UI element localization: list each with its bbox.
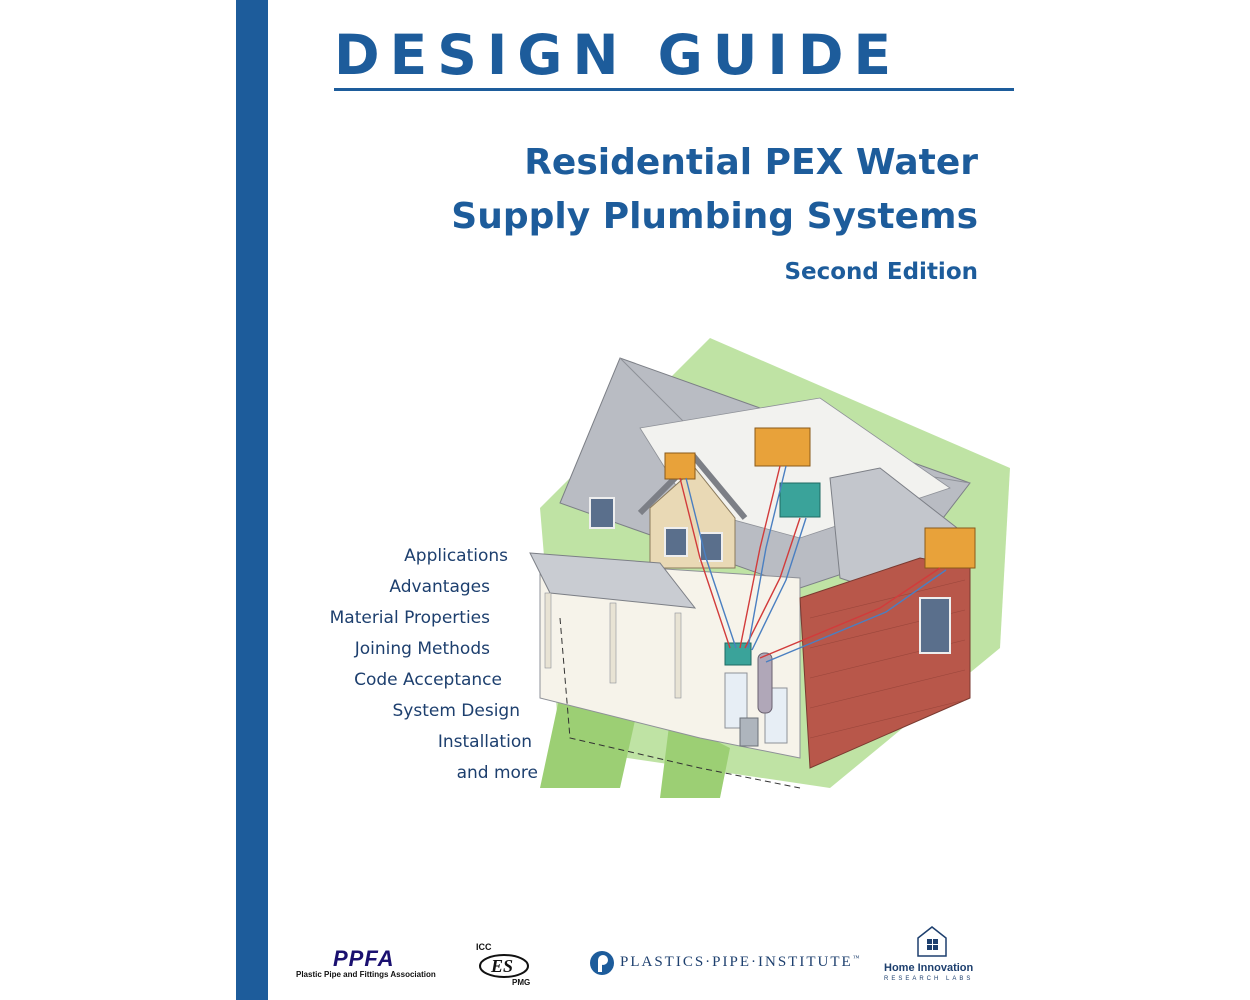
topic-item: Code Acceptance	[354, 670, 502, 690]
ppi-trademark: ™	[852, 954, 860, 962]
title-underline	[334, 88, 1014, 91]
topic-item: Advantages	[389, 577, 490, 597]
topic-item: Material Properties	[329, 608, 490, 628]
subtitle-line-1: Residential PEX Water	[524, 142, 978, 183]
topic-item: and more	[456, 763, 538, 783]
cover-title: DESIGN GUIDE	[334, 23, 902, 87]
cover-subtitle: Residential PEX Water Supply Plumbing Sy…	[338, 136, 978, 244]
home-icon	[917, 926, 947, 957]
svg-text:PMG: PMG	[512, 978, 530, 987]
ppfa-logo: PPFA	[333, 946, 395, 971]
ppi-wordmark: PLASTICS·PIPE·INSTITUTE™	[620, 954, 860, 971]
ppfa-name: Plastic Pipe and Fittings Association	[296, 970, 436, 979]
home-innovation-name: Home Innovation	[884, 962, 974, 974]
topic-item: Applications	[404, 546, 508, 566]
ppi-name: PLASTICS·PIPE·INSTITUTE	[620, 954, 853, 970]
svg-text:ICC: ICC	[476, 942, 492, 952]
edition-label: Second Edition	[784, 259, 978, 285]
topic-item: System Design	[392, 701, 521, 721]
icc-es-pmg-logo: ICC ES PMG	[476, 942, 530, 987]
topic-item: Installation	[437, 732, 532, 752]
topic-item: Joining Methods	[354, 639, 490, 659]
home-innovation-sub: RESEARCH LABS	[884, 976, 974, 982]
subtitle-line-2: Supply Plumbing Systems	[451, 196, 978, 237]
svg-text:ES: ES	[490, 956, 513, 976]
ppi-circle-icon	[590, 951, 614, 975]
topics-list: Applications Advantages Material Propert…	[300, 540, 540, 800]
cover-spine-bar	[236, 0, 268, 1000]
house-cutaway-illustration	[529, 338, 1010, 798]
